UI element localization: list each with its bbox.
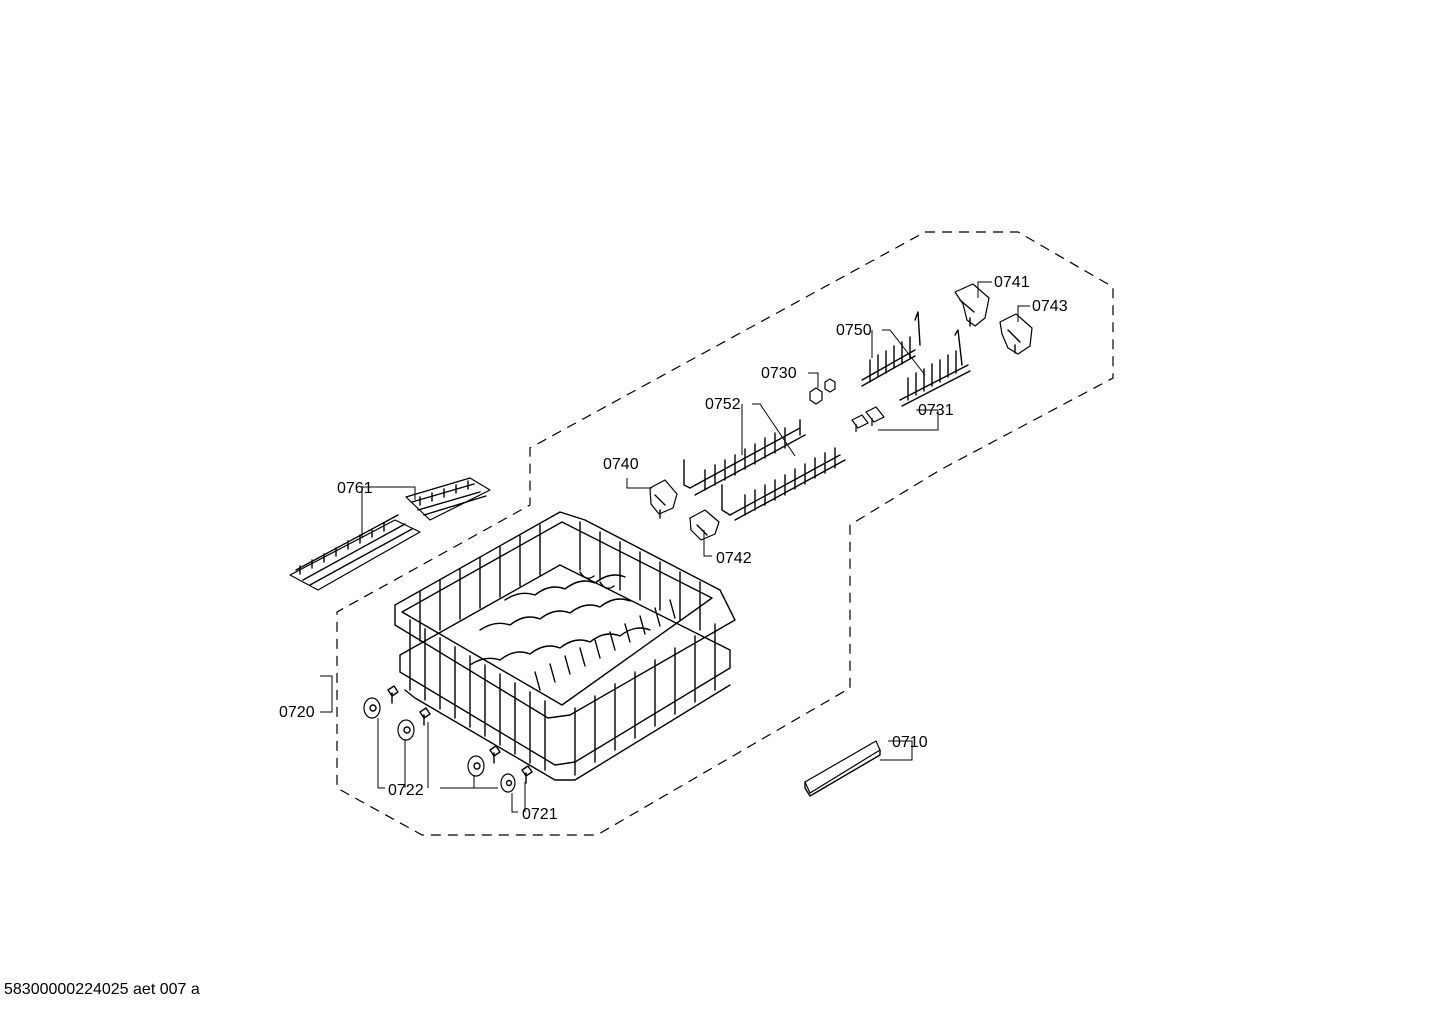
leader-lines [320,281,1030,813]
callout-0741: 0741 [994,274,1030,291]
part-0761-cutlery-shelf[interactable] [289,477,491,591]
part-0740-bracket[interactable] [649,479,678,519]
part-0721-axles[interactable] [387,685,533,793]
part-0742-bracket[interactable] [689,509,720,541]
callout-0750: 0750 [836,322,872,339]
part-0730-clip[interactable] [809,378,836,405]
part-0750-rack[interactable] [861,311,971,407]
part-0743-bracket[interactable] [999,313,1033,355]
part-0752-plate-rack[interactable] [683,419,846,521]
document-id: 58300000224025 aet 007 a [4,981,200,998]
callout-0742: 0742 [716,550,752,567]
callout-0761: 0761 [337,480,373,497]
part-0731-clip[interactable] [851,406,885,432]
assembly-boundary [336,231,1114,836]
callout-0722: 0722 [388,782,424,799]
callout-0743: 0743 [1032,298,1068,315]
part-0720-lower-basket[interactable] [394,511,736,781]
callout-0752: 0752 [705,396,741,413]
callout-0731: 0731 [918,402,954,419]
callout-0730: 0730 [761,365,797,382]
callout-0720: 0720 [279,704,315,721]
part-0722-wheels[interactable] [363,697,485,777]
callout-0721: 0721 [522,806,558,823]
callout-0740: 0740 [603,456,639,473]
part-0710-trim-strip[interactable] [804,740,881,797]
callout-0710: 0710 [892,734,928,751]
part-0741-bracket[interactable] [954,283,990,327]
